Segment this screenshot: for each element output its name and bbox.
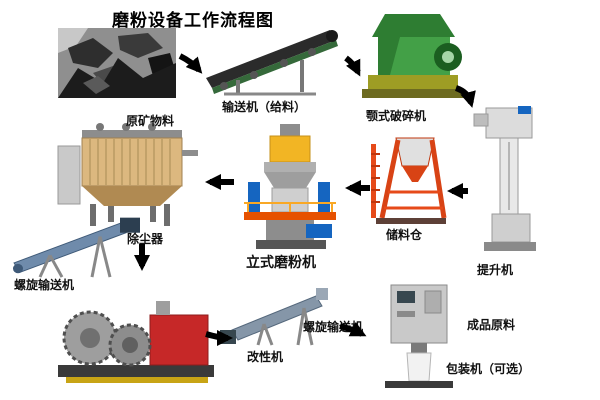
- label-bucket-elevator: 提升机: [477, 263, 514, 277]
- modifier-machine-graphic: [58, 301, 214, 383]
- raw-ore-image: [58, 28, 176, 98]
- packing-machine-image: [383, 281, 457, 391]
- label-vertical-mill: 立式磨粉机: [246, 254, 316, 270]
- label-storage-silo: 储料仓: [386, 228, 423, 242]
- screw-conveyor-2-image: [220, 286, 336, 346]
- jaw-crusher-image: [360, 12, 466, 102]
- vertical-mill-graphic: [244, 124, 336, 249]
- belt-conveyor-image: [204, 20, 344, 96]
- label-modifier-machine: 改性机: [247, 350, 284, 364]
- label-packing-machine: 包装机（可选）: [446, 362, 531, 376]
- storage-silo-image: [368, 130, 450, 225]
- label-screw-conveyor-2: 螺旋输送机: [303, 320, 364, 334]
- jaw-crusher-graphic: [362, 14, 464, 98]
- bucket-elevator-image: [456, 106, 544, 256]
- label-screw-conveyor-1: 螺旋输送机: [14, 278, 75, 292]
- diagram-title: 磨粉设备工作流程图: [112, 11, 274, 30]
- bucket-elevator-graphic: [473, 106, 536, 251]
- dust-collector-image: [56, 120, 202, 228]
- vertical-mill-image: [236, 124, 342, 252]
- raw-ore-graphic: [58, 28, 176, 98]
- label-dust-collector: 除尘器: [127, 232, 164, 246]
- arrow-raw-to-conveyor: [178, 53, 203, 74]
- label-raw-material: 原矿物料: [126, 114, 175, 128]
- dust-collector-graphic: [57, 123, 198, 226]
- modifier-machine-image: [52, 293, 220, 388]
- label-feed-conveyor: 输送机（给料）: [222, 100, 307, 114]
- screw-conveyor-1-image: [8, 212, 146, 278]
- arrow-conveyor-to-jaw: [344, 55, 361, 77]
- storage-silo-graphic: [371, 137, 447, 224]
- label-finished-material: 成品原料: [467, 318, 516, 332]
- screw-conveyor-1-graphic: [13, 217, 140, 278]
- belt-conveyor-graphic: [206, 30, 338, 96]
- screw-conveyor-2-graphic: [220, 288, 328, 346]
- label-jaw-crusher: 颚式破碎机: [366, 109, 427, 123]
- packing-machine-graphic: [385, 284, 453, 388]
